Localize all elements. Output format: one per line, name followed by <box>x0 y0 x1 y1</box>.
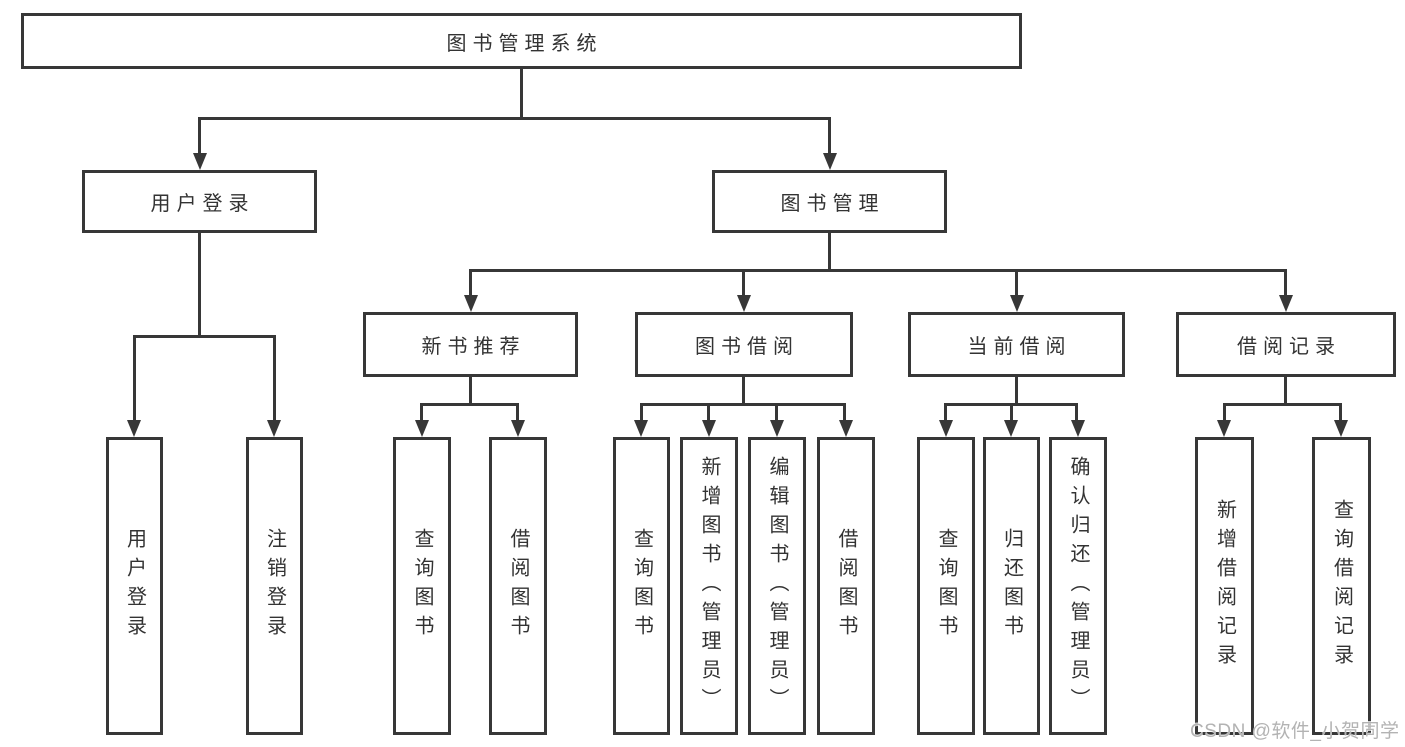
leaf-cb-return-books: 归还图书 <box>983 437 1040 735</box>
connector-line <box>133 335 136 421</box>
connector-line <box>828 231 831 272</box>
arrow-down-icon <box>193 153 207 170</box>
connector-line <box>198 231 201 338</box>
arrow-down-icon <box>415 420 429 437</box>
leaf-user-login: 用户登录 <box>106 437 163 735</box>
arrow-down-icon <box>267 420 281 437</box>
connector-line <box>944 403 947 421</box>
node-new-book-recommend: 新书推荐 <box>363 312 578 377</box>
node-label: 确认归还（管理员） <box>1067 455 1089 717</box>
node-label: 新增借阅记录 <box>1213 499 1236 673</box>
arrow-down-icon <box>1071 420 1085 437</box>
leaf-rec-borrow-books: 借阅图书 <box>489 437 547 735</box>
node-borrow-records: 借阅记录 <box>1176 312 1396 377</box>
arrow-down-icon <box>1279 295 1293 312</box>
arrow-down-icon <box>1217 420 1231 437</box>
connector-line <box>843 403 846 421</box>
connector-line <box>198 117 831 120</box>
arrow-down-icon <box>737 295 751 312</box>
node-label: 查询图书 <box>935 528 957 644</box>
leaf-bb-add-books: 新增图书（管理员） <box>680 437 738 735</box>
node-label: 当前借阅 <box>967 336 1072 358</box>
arrow-down-icon <box>1010 295 1024 312</box>
connector-line <box>1015 375 1018 406</box>
node-label: 图书管理 <box>780 193 885 215</box>
node-label: 新增图书（管理员） <box>698 455 720 717</box>
leaf-br-query-record: 查询借阅记录 <box>1312 437 1371 735</box>
node-root: 图书管理系统 <box>21 13 1022 69</box>
node-current-borrow: 当前借阅 <box>908 312 1125 377</box>
connector-line <box>273 335 276 421</box>
node-label: 归还图书 <box>1000 528 1023 644</box>
node-user-login: 用户登录 <box>82 170 317 233</box>
node-label: 图书管理系统 <box>446 32 603 55</box>
connector-line <box>640 403 846 406</box>
node-label: 查询借阅记录 <box>1330 499 1353 673</box>
connector-line <box>516 403 519 421</box>
node-label: 注销登录 <box>263 528 286 644</box>
arrow-down-icon <box>823 153 837 170</box>
connector-line <box>1223 403 1226 421</box>
connector-line <box>1284 269 1287 296</box>
leaf-rec-query-books: 查询图书 <box>393 437 451 735</box>
connector-line <box>198 117 201 154</box>
node-label: 用户登录 <box>150 193 255 215</box>
connector-line <box>520 67 523 120</box>
connector-line <box>742 375 745 406</box>
connector-line <box>420 403 423 421</box>
node-book-borrow: 图书借阅 <box>635 312 853 377</box>
node-label: 借阅图书 <box>835 528 857 644</box>
connector-line <box>1339 403 1342 421</box>
connector-line <box>1015 269 1018 296</box>
leaf-br-add-record: 新增借阅记录 <box>1195 437 1254 735</box>
leaf-bb-query-books: 查询图书 <box>613 437 670 735</box>
connector-line <box>640 403 643 421</box>
node-label: 编辑图书（管理员） <box>766 455 788 717</box>
node-label: 图书借阅 <box>695 336 799 358</box>
leaf-cb-confirm-return: 确认归还（管理员） <box>1049 437 1107 735</box>
arrow-down-icon <box>1334 420 1348 437</box>
arrow-down-icon <box>939 420 953 437</box>
node-label: 查询图书 <box>630 528 653 644</box>
node-label: 用户登录 <box>123 528 146 644</box>
node-book-management: 图书管理 <box>712 170 947 233</box>
leaf-cb-query-books: 查询图书 <box>917 437 975 735</box>
arrow-down-icon <box>702 420 716 437</box>
connector-line <box>469 269 1287 272</box>
connector-line <box>133 335 276 338</box>
node-label: 新书推荐 <box>421 336 526 358</box>
csdn-watermark: CSDN @软件_小贺同学 <box>1190 721 1400 742</box>
arrow-down-icon <box>634 420 648 437</box>
connector-line <box>707 403 710 421</box>
connector-line <box>1075 403 1078 421</box>
node-label: 借阅记录 <box>1237 336 1341 358</box>
arrow-down-icon <box>511 420 525 437</box>
connector-line <box>1284 375 1287 406</box>
leaf-bb-borrow-books: 借阅图书 <box>817 437 875 735</box>
connector-line <box>1223 403 1342 406</box>
arrow-down-icon <box>127 420 141 437</box>
node-label: 查询图书 <box>411 528 433 644</box>
connector-line <box>1010 403 1013 421</box>
connector-line <box>469 269 472 296</box>
connector-line <box>828 117 831 154</box>
arrow-down-icon <box>1004 420 1018 437</box>
arrow-down-icon <box>770 420 784 437</box>
connector-line <box>775 403 778 421</box>
connector-line <box>469 375 472 406</box>
connector-line <box>420 403 519 406</box>
leaf-bb-edit-books: 编辑图书（管理员） <box>748 437 806 735</box>
arrow-down-icon <box>839 420 853 437</box>
arrow-down-icon <box>464 295 478 312</box>
node-label: 借阅图书 <box>507 528 529 644</box>
leaf-logout: 注销登录 <box>246 437 303 735</box>
connector-line <box>742 269 745 296</box>
